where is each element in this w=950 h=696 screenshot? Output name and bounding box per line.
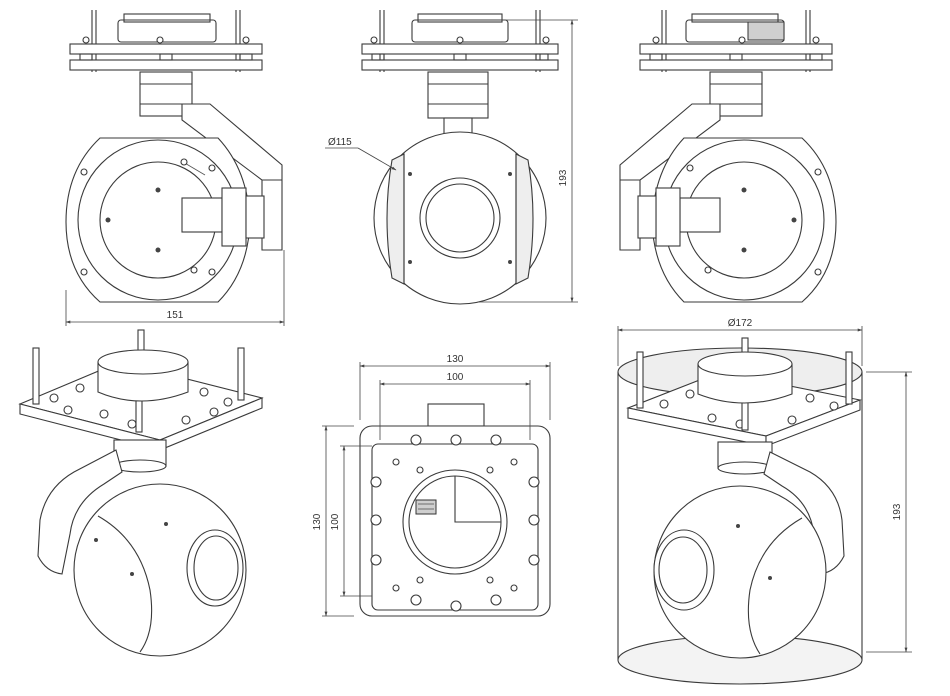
dim-height-side: 193 bbox=[558, 169, 569, 186]
dim-envelope-height: 193 bbox=[892, 503, 903, 520]
dim-plate-inner-height: 100 bbox=[330, 513, 341, 530]
side-view-left: 151 bbox=[65, 10, 285, 326]
dim-plate-outer-width: 130 bbox=[447, 354, 464, 365]
isometric-view-envelope: Ø172 193 bbox=[617, 318, 912, 685]
dim-ball-diameter: Ø115 bbox=[328, 137, 352, 148]
dim-envelope-diameter: Ø172 bbox=[728, 318, 753, 329]
dim-front-width: 151 bbox=[167, 310, 184, 321]
side-view-right bbox=[619, 10, 837, 303]
dim-plate-inner-width: 100 bbox=[447, 372, 464, 383]
front-view: Ø115 193 bbox=[325, 10, 578, 305]
dim-plate-outer-height: 130 bbox=[312, 513, 323, 530]
mounting-plate-view: 130 100 130 100 bbox=[312, 354, 551, 617]
isometric-view-left bbox=[18, 329, 264, 657]
